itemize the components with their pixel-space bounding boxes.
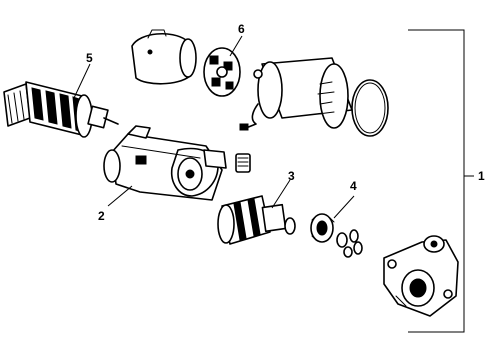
callout-4: 4 <box>350 179 357 193</box>
clutch-assembly-part <box>217 195 296 245</box>
callout-2-leader <box>107 185 133 207</box>
pinion-gear-part <box>310 213 335 243</box>
roller-set-part <box>336 229 363 258</box>
drive-end-housing-part <box>383 235 459 317</box>
o-ring-part <box>351 79 389 137</box>
assembly-bracket <box>408 29 474 333</box>
idler-gear-part <box>235 153 251 173</box>
o-ring-inner-edge <box>354 82 386 134</box>
callout-4-leader <box>333 195 355 219</box>
callout-3: 3 <box>288 169 295 183</box>
callout-2: 2 <box>98 209 105 223</box>
callout-5-leader <box>73 63 91 99</box>
callout-6: 6 <box>238 22 245 36</box>
callout-5: 5 <box>86 51 93 65</box>
callout-3-leader <box>271 179 291 209</box>
callout-6-leader <box>229 35 243 57</box>
brush-holder-part <box>203 47 241 97</box>
end-frame-cover-part <box>131 29 197 85</box>
callout-1: 1 <box>478 169 485 183</box>
armature-part <box>3 81 119 138</box>
drive-housing-part <box>103 125 227 201</box>
field-frame-part <box>239 57 353 131</box>
